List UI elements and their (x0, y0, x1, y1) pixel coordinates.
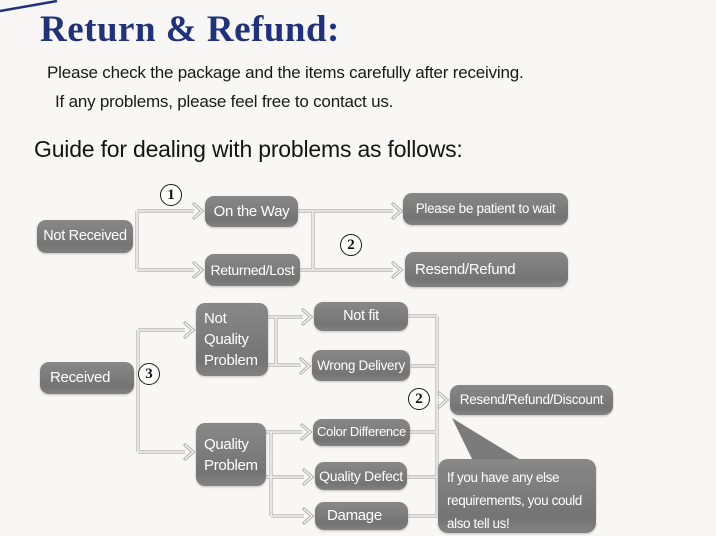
node-damage: Damage (315, 502, 408, 530)
node-received: Received (40, 362, 134, 394)
step-marker-2-bottom: 2 (408, 388, 430, 410)
node-not-received: Not Received (37, 220, 133, 253)
step-marker-1: 1 (160, 184, 182, 206)
guide-heading: Guide for dealing with problems as follo… (34, 136, 463, 162)
intro-line-2: If any problems, please feel free to con… (55, 92, 394, 111)
node-please-be-patient: Please be patient to wait (403, 193, 568, 225)
connector-lines (135, 209, 439, 518)
arrowhead-icons (183, 202, 450, 525)
node-returned-lost: Returned/Lost (205, 254, 300, 286)
step-marker-2-top: 2 (340, 234, 362, 256)
node-wrong-delivery: Wrong Delivery (312, 350, 410, 381)
node-quality-problem: Quality Problem (196, 423, 266, 486)
node-resend-refund: Resend/Refund (405, 252, 568, 287)
note-speech-bubble: If you have any else requirements, you c… (438, 459, 596, 533)
speech-bubble-tail (452, 418, 524, 463)
step-marker-3: 3 (138, 363, 160, 385)
node-not-quality-problem: Not Quality Problem (196, 303, 268, 376)
corner-line (0, 0, 58, 13)
node-quality-defect: Quality Defect (315, 462, 407, 490)
node-color-difference: Color Difference (313, 419, 410, 446)
node-on-the-way: On the Way (205, 196, 298, 227)
node-not-fit: Not fit (314, 302, 408, 331)
intro-line-1: Please check the package and the items c… (47, 63, 524, 82)
node-resend-refund-discount: Resend/Refund/Discount (450, 385, 613, 415)
page-title: Return & Refund: (40, 9, 340, 50)
